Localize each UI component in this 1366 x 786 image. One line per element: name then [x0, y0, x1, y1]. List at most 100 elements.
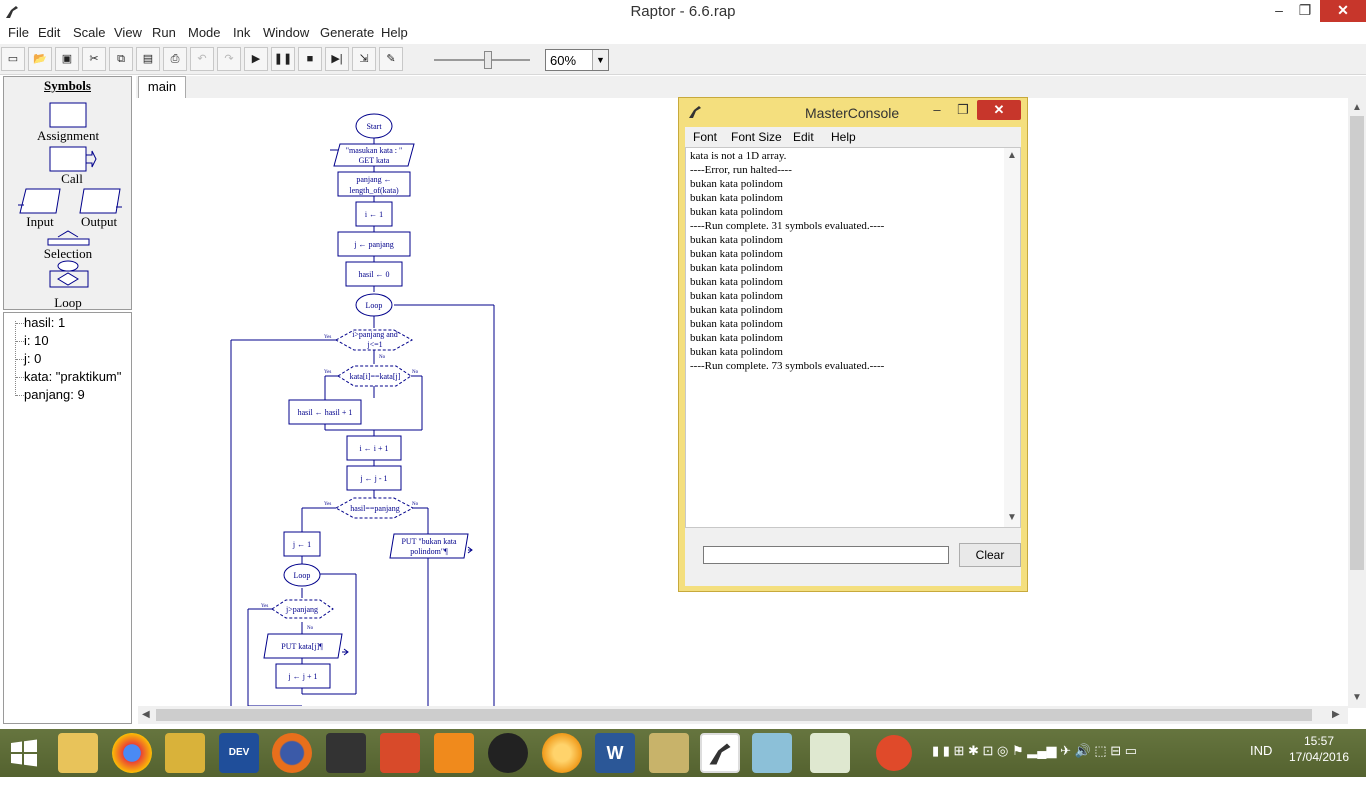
menu-run[interactable]: Run	[152, 25, 176, 40]
chrome-icon[interactable]	[112, 733, 152, 773]
paint-app-icon[interactable]	[380, 733, 420, 773]
language-indicator[interactable]: IND	[1250, 743, 1273, 758]
scroll-left-icon[interactable]: ◀	[142, 709, 150, 720]
menu-scale[interactable]: Scale	[73, 25, 106, 40]
zoom-value: 60%	[550, 53, 577, 68]
output-label: Output	[80, 214, 118, 229]
redo-icon[interactable]: ↷	[217, 47, 241, 71]
call-symbol-icon[interactable]	[49, 146, 87, 172]
assignment-symbol-icon[interactable]	[49, 102, 87, 128]
stop-icon[interactable]: ■	[298, 47, 322, 71]
vertical-scrollbar[interactable]: ▲ ▼	[1348, 98, 1366, 708]
console-maximize-button[interactable]: ❐	[957, 102, 969, 117]
clock[interactable]: 15:57 17/04/2016	[1284, 733, 1354, 765]
new-file-icon[interactable]: ▭	[1, 47, 25, 71]
menu-file[interactable]: File	[8, 25, 29, 40]
windows-start-icon[interactable]	[10, 739, 38, 767]
target-icon[interactable]	[488, 733, 528, 773]
copy-icon[interactable]: ⧉	[109, 47, 133, 71]
loop-symbol-icon[interactable]	[57, 260, 79, 272]
input-symbol-icon[interactable]	[19, 188, 61, 214]
scroll-right-icon[interactable]: ▶	[1332, 709, 1340, 720]
start-node	[355, 113, 393, 139]
console-scrollbar[interactable]: ▲ ▼	[1004, 148, 1020, 527]
step-icon[interactable]: ▶|	[325, 47, 349, 71]
cut-icon[interactable]: ✂	[82, 47, 106, 71]
console-output[interactable]: kata is not a 1D array. ----Error, run h…	[685, 147, 1021, 528]
notification-icon[interactable]	[876, 735, 912, 771]
notepad-icon[interactable]	[752, 733, 792, 773]
variable-item[interactable]: i: 10	[24, 333, 49, 348]
paste-icon[interactable]: ▤	[136, 47, 160, 71]
raptor-logo-icon	[689, 106, 701, 118]
output-symbol-icon[interactable]	[79, 188, 121, 214]
raptor-taskbar-icon[interactable]	[700, 733, 740, 773]
menu-help[interactable]: Help	[381, 25, 408, 40]
save-icon[interactable]: ▣	[55, 47, 79, 71]
loop-label: Loop	[54, 295, 82, 310]
menu-mode[interactable]: Mode	[188, 25, 221, 40]
menu-window[interactable]: Window	[263, 25, 310, 40]
minimize-button[interactable]: –	[1275, 2, 1283, 18]
console-menu-help[interactable]: Help	[831, 130, 856, 144]
menu-ink[interactable]: Ink	[233, 25, 251, 40]
camera-icon[interactable]	[326, 733, 366, 773]
window-icon[interactable]	[810, 733, 850, 773]
word-icon[interactable]: W	[595, 733, 635, 773]
console-close-button[interactable]: ✕	[977, 100, 1021, 120]
tray-icons[interactable]: ▮ ▮ ⊞ ✱ ⊡ ◎ ⚑ ▂▄▆ ✈ 🔊 ⬚ ⊟ ▭	[932, 743, 1138, 758]
chevron-down-icon[interactable]: ▼	[592, 50, 608, 70]
variable-item[interactable]: j: 0	[24, 351, 42, 366]
flow-input-prompt: "masukan kata : "	[346, 146, 403, 155]
tab-main[interactable]: main	[138, 76, 186, 98]
file-explorer-icon[interactable]	[58, 733, 98, 773]
firefox-icon[interactable]	[272, 733, 312, 773]
tools-icon[interactable]	[165, 733, 205, 773]
slider-thumb[interactable]	[484, 51, 492, 69]
flow-loop1: Loop	[366, 301, 383, 310]
horizontal-scroll-thumb[interactable]	[156, 709, 1312, 721]
scroll-up-icon[interactable]: ▲	[1352, 102, 1362, 113]
dev-cpp-icon[interactable]: DEV	[219, 733, 259, 773]
zoom-select[interactable]: 60% ▼	[545, 49, 609, 71]
undo-icon[interactable]: ↶	[190, 47, 214, 71]
uc-browser-icon[interactable]	[434, 733, 474, 773]
pause-icon[interactable]: ❚❚	[271, 47, 295, 71]
palette-icon[interactable]	[649, 733, 689, 773]
horizontal-scrollbar[interactable]: ◀ ▶	[138, 706, 1348, 724]
console-line: kata is not a 1D array.	[690, 150, 787, 162]
console-menu-font[interactable]: Font	[693, 130, 718, 144]
flow-cond1-2: j<=1	[366, 340, 382, 349]
variable-item[interactable]: panjang: 9	[24, 387, 85, 402]
no-label: No	[412, 502, 419, 507]
speed-slider[interactable]	[428, 49, 536, 71]
menu-view[interactable]: View	[114, 25, 142, 40]
scroll-up-icon[interactable]: ▲	[1007, 150, 1017, 161]
selection-symbol-icon[interactable]	[47, 238, 90, 246]
variable-item[interactable]: kata: "praktikum"	[24, 369, 122, 384]
close-button[interactable]: ✕	[1320, 0, 1366, 22]
scroll-down-icon[interactable]: ▼	[1352, 692, 1362, 703]
flow-assign-j: j ← panjang	[353, 240, 394, 249]
clear-button[interactable]: Clear	[959, 543, 1021, 567]
orb-icon[interactable]	[542, 733, 582, 773]
vertical-scroll-thumb[interactable]	[1350, 116, 1364, 570]
menu-edit[interactable]: Edit	[38, 25, 61, 40]
print-icon[interactable]: ⎙	[163, 47, 187, 71]
console-command-input[interactable]	[703, 546, 949, 564]
scroll-down-icon[interactable]: ▼	[1007, 512, 1017, 523]
pen-icon[interactable]: ✎	[379, 47, 403, 71]
console-menu-bar: Font Font Size Edit Help	[685, 127, 1021, 147]
menu-generate[interactable]: Generate	[320, 25, 375, 40]
no-label: No	[379, 355, 386, 360]
maximize-button[interactable]: ❐	[1298, 2, 1312, 18]
console-menu-font-size[interactable]: Font Size	[731, 130, 782, 144]
flow-cond2: kata[i]==kata[j]	[350, 372, 401, 381]
open-folder-icon[interactable]: 📂	[28, 47, 52, 71]
variable-item[interactable]: hasil: 1	[24, 315, 66, 330]
console-menu-edit[interactable]: Edit	[793, 130, 814, 144]
play-icon[interactable]: ▶	[244, 47, 268, 71]
console-line: bukan kata polindom	[690, 318, 783, 330]
step-into-icon[interactable]: ⇲	[352, 47, 376, 71]
console-minimize-button[interactable]: –	[933, 102, 941, 117]
